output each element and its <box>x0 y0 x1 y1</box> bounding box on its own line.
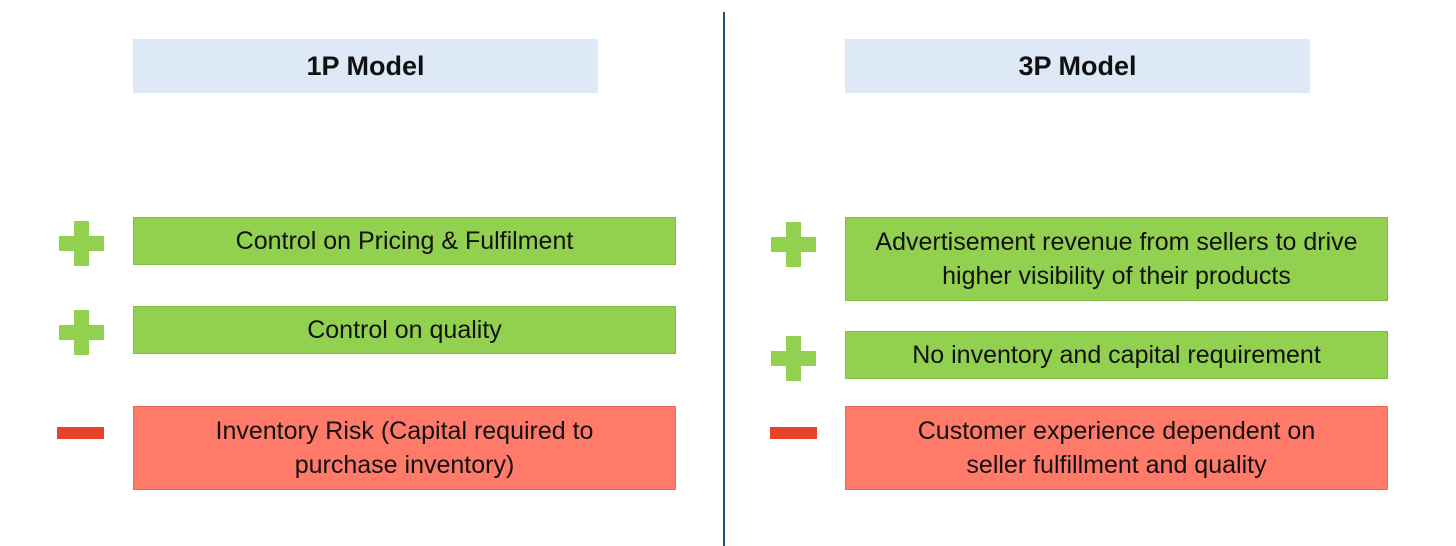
plus-icon <box>59 310 104 355</box>
plus-icon <box>771 336 816 381</box>
header-1p-model: 1P Model <box>133 39 598 93</box>
plus-icon <box>59 221 104 266</box>
pro-item-1p-pricing: Control on Pricing & Fulfilment <box>133 217 676 265</box>
column-divider <box>723 12 725 546</box>
minus-icon <box>770 427 817 439</box>
pro-item-1p-quality: Control on quality <box>133 306 676 354</box>
header-3p-model: 3P Model <box>845 39 1310 93</box>
pro-item-3p-advertisement: Advertisement revenue from sellers to dr… <box>845 217 1388 301</box>
con-item-1p-inventory-risk: Inventory Risk (Capital required to purc… <box>133 406 676 490</box>
plus-icon <box>771 222 816 267</box>
con-item-3p-customer-experience: Customer experience dependent on seller … <box>845 406 1388 490</box>
pro-item-3p-no-inventory: No inventory and capital requirement <box>845 331 1388 379</box>
minus-icon <box>57 427 104 439</box>
